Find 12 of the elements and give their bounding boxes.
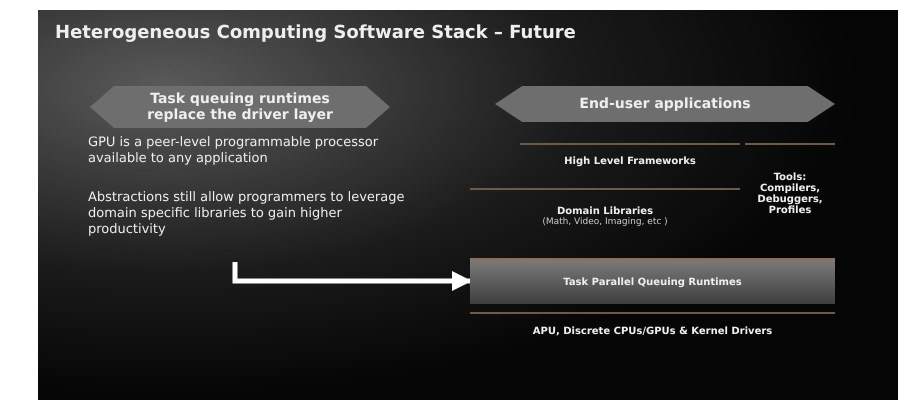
bullet-text: Abstractions still allow programmers to leverage domain specific libraries to gain higher productivity	[88, 190, 406, 238]
layer-title: Domain Libraries	[556, 206, 654, 217]
layer-subtitle: (Math, Video, Imaging, etc )	[542, 217, 668, 227]
banner-arrow: End-user applications	[495, 86, 835, 122]
stack-layer: Tools: Compilers, Debuggers, Profiles	[745, 143, 835, 243]
arrow	[232, 262, 472, 291]
stack-layer: APU, Discrete CPUs/GPUs & Kernel Drivers	[470, 312, 835, 348]
stack-layer: High Level Frameworks	[520, 143, 740, 177]
slide-title: Heterogeneous Computing Software Stack – Future	[55, 22, 576, 43]
bullet-text: GPU is a peer-level programmable processor available to any application	[88, 135, 380, 167]
banner-arrow: Task queuing runtimes replace the driver layer	[90, 86, 390, 128]
stack-layer: Task Parallel Queuing Runtimes	[470, 258, 835, 304]
